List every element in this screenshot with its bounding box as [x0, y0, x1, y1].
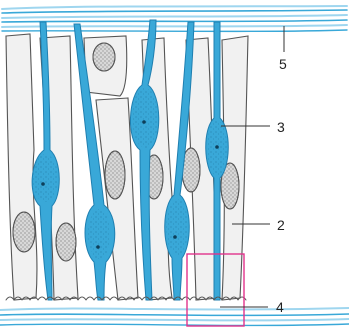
label-5: 5 — [279, 57, 287, 71]
nucleus — [56, 223, 76, 261]
nucleus — [105, 151, 125, 199]
label-4: 4 — [276, 300, 284, 314]
label-2: 2 — [277, 218, 285, 232]
supporting-cell — [6, 34, 37, 300]
nucleus — [93, 43, 115, 71]
nucleus — [13, 212, 35, 252]
apical-surface — [0, 297, 349, 325]
label-3: 3 — [277, 120, 285, 134]
nerve-fiber-bundle — [2, 6, 347, 31]
